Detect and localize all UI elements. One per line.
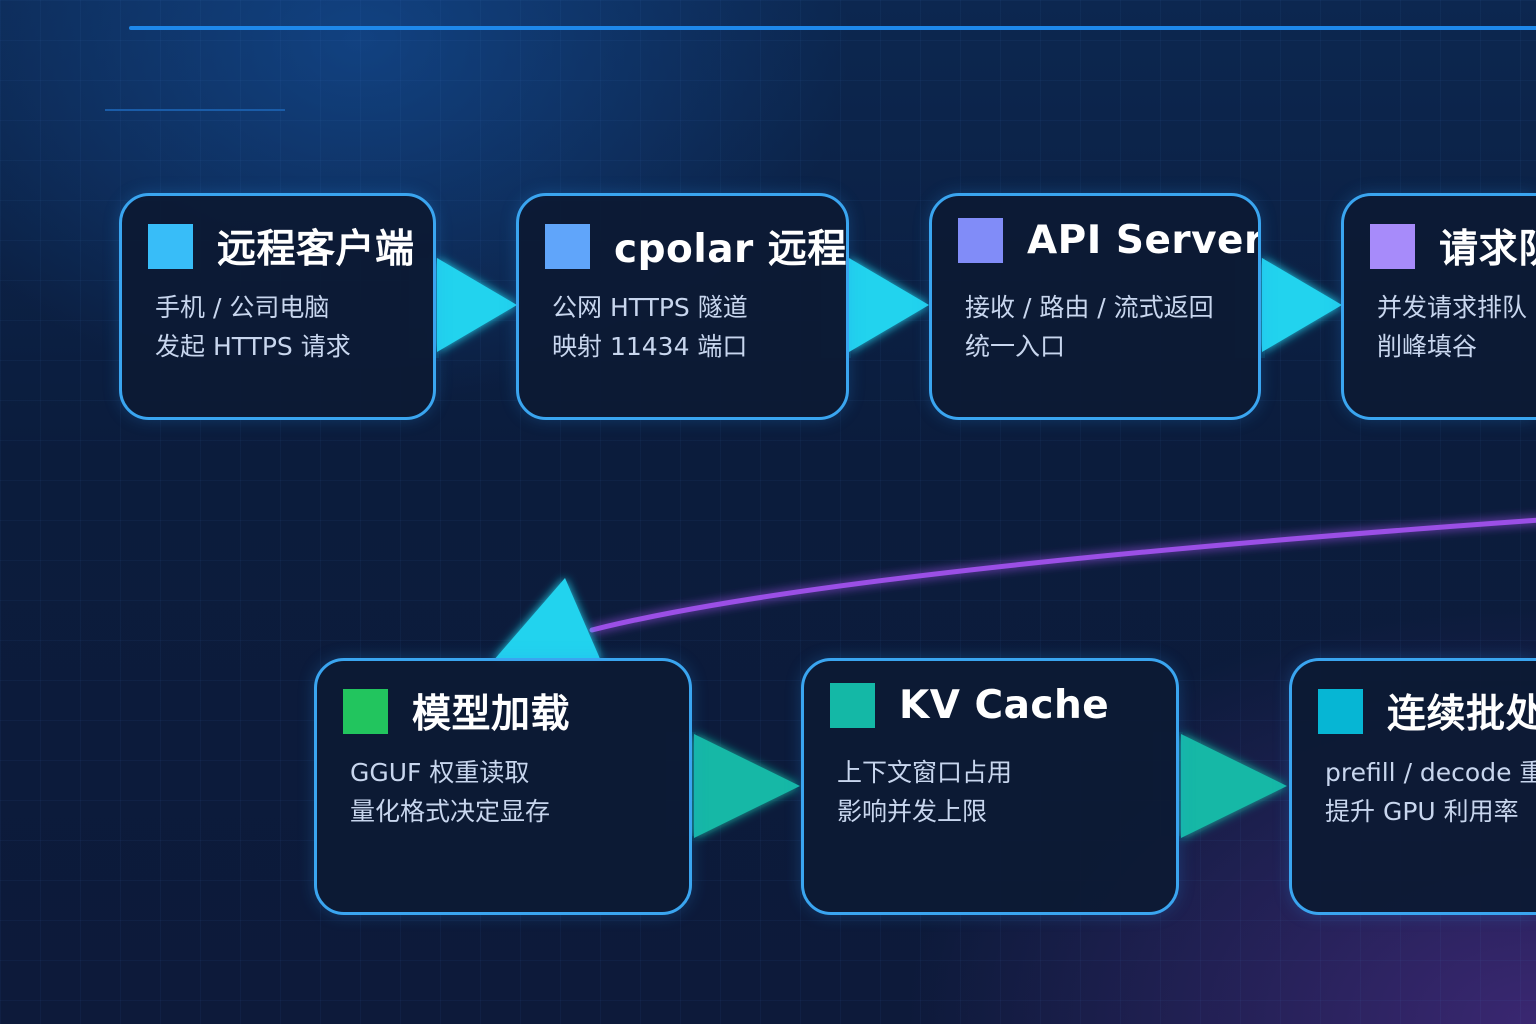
request-queue-line-1: 并发请求排队 <box>1377 293 1528 322</box>
model-load-title: 模型加载 <box>412 692 571 737</box>
node-cpolar: cpolar 远程调用 公网 HTTPS 隧道 映射 11434 端口 <box>516 193 849 420</box>
model-load-line-1: GGUF 权重读取 <box>350 758 530 787</box>
node-api-server: API Server 接收 / 路由 / 流式返回 统一入口 <box>929 193 1261 420</box>
remote-client-line-1: 手机 / 公司电脑 <box>155 293 330 322</box>
request-queue-title: 请求队 <box>1439 227 1536 272</box>
top-rule <box>129 26 1536 30</box>
node-remote-client: 远程客户端 手机 / 公司电脑 发起 HTTPS 请求 <box>119 193 436 420</box>
kv-cache-swatch-icon <box>830 683 875 728</box>
accent-rule <box>105 109 285 111</box>
request-queue-line-2: 削峰填谷 <box>1377 332 1478 361</box>
node-request-queue: 请求队 并发请求排队 削峰填谷 <box>1341 193 1536 420</box>
kv-cache-line-2: 影响并发上限 <box>837 797 988 826</box>
kv-cache-line-1: 上下文窗口占用 <box>837 758 1013 787</box>
api-server-line-1: 接收 / 路由 / 流式返回 <box>965 293 1214 322</box>
api-server-title: API Server <box>1027 218 1261 263</box>
continuous-batching-swatch-icon <box>1318 688 1363 734</box>
cpolar-swatch-icon <box>545 223 590 269</box>
feedback-connector <box>589 517 1536 633</box>
node-model-load: 模型加载 GGUF 权重读取 量化格式决定显存 <box>314 658 692 915</box>
request-queue-swatch-icon <box>1370 223 1415 269</box>
cpolar-line-2: 映射 11434 端口 <box>552 332 748 361</box>
continuous-batching-title: 连续批处 <box>1387 692 1536 737</box>
continuous-batching-line-1: prefill / decode 重 <box>1325 758 1536 787</box>
remote-client-line-2: 发起 HTTPS 请求 <box>155 332 351 361</box>
model-load-swatch-icon <box>343 688 388 734</box>
remote-client-title: 远程客户端 <box>217 227 415 272</box>
feedback-arrowhead <box>493 578 601 661</box>
kv-cache-title: KV Cache <box>899 683 1110 728</box>
api-server-line-2: 统一入口 <box>965 332 1066 361</box>
cpolar-title: cpolar 远程调用 <box>614 227 847 272</box>
continuous-batching-line-2: 提升 GPU 利用率 <box>1325 797 1519 826</box>
node-kv-cache: KV Cache 上下文窗口占用 影响并发上限 <box>801 658 1179 915</box>
model-load-line-2: 量化格式决定显存 <box>350 797 551 826</box>
api-server-swatch-icon <box>958 218 1003 263</box>
remote-client-swatch-icon <box>148 223 193 269</box>
cpolar-line-1: 公网 HTTPS 隧道 <box>552 293 748 322</box>
node-continuous-batching: 连续批处 prefill / decode 重 提升 GPU 利用率 <box>1289 658 1536 915</box>
